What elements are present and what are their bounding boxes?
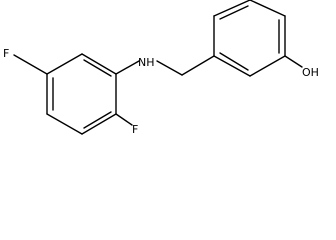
bond <box>249 0 286 17</box>
bond <box>156 60 183 76</box>
bond <box>46 113 83 135</box>
bond <box>249 55 286 77</box>
bond-to-hydroxyl <box>284 55 303 68</box>
bond <box>81 53 117 75</box>
fluorine-label-bottom: F <box>132 123 138 136</box>
amine-label: NH <box>138 56 155 69</box>
hydroxyl-label: OH <box>302 66 319 79</box>
double-bond-inner <box>83 59 112 77</box>
bond-to-amine <box>115 60 140 75</box>
bond-to-fluorine-bottom <box>115 113 133 126</box>
bond <box>213 55 251 77</box>
double-bond-inner <box>219 52 249 71</box>
bond <box>46 53 83 75</box>
hydroxyphenyl-ring <box>213 0 303 77</box>
structure-canvas: F F NH OH <box>3 0 319 136</box>
bond <box>181 55 215 76</box>
fluorine-label-top: F <box>3 47 9 60</box>
bond <box>213 0 251 17</box>
difluorophenyl-ring <box>13 53 140 135</box>
double-bond-inner <box>219 5 249 20</box>
structure-diagram: F F NH OH <box>3 0 319 136</box>
methylene-linker <box>156 55 215 76</box>
bond <box>81 113 117 135</box>
double-bond-inner <box>83 111 112 129</box>
bond-to-fluorine-top <box>13 54 48 75</box>
